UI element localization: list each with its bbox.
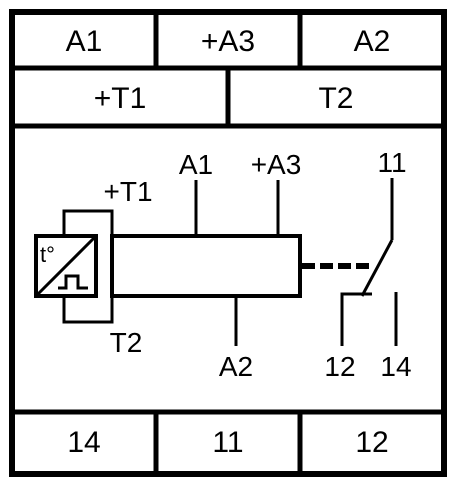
relay-coil <box>110 234 302 298</box>
contact-nc-lead <box>340 292 372 346</box>
sensor-label-t2: T2 <box>110 327 143 358</box>
terminal-a2: A2 <box>354 25 391 58</box>
contact-label-11: 11 <box>377 147 406 178</box>
terminal-a3: +A3 <box>201 25 255 58</box>
terminal-a1: A1 <box>66 25 103 58</box>
contact-label-12: 12 <box>324 351 355 382</box>
terminal-14: 14 <box>67 426 100 459</box>
terminal-12: 12 <box>355 426 388 459</box>
terminal-t1: +T1 <box>94 82 147 115</box>
pulse-icon <box>58 274 88 290</box>
terminal-11: 11 <box>212 426 243 459</box>
contact-label-14: 14 <box>380 351 411 382</box>
coil-label-a2: A2 <box>219 351 253 382</box>
sensor-label-t1: +T1 <box>103 176 152 207</box>
terminal-t2: T2 <box>318 82 353 115</box>
coil-label-a1: A1 <box>179 149 213 180</box>
sensor-diagonal <box>34 234 98 298</box>
coil-label-a3: +A3 <box>251 149 302 180</box>
sensor-wire-t2 <box>62 296 114 324</box>
contact-blade <box>360 239 394 297</box>
sensor-wire-t1 <box>62 209 114 236</box>
sensor-symbol-text: t° <box>40 242 55 267</box>
